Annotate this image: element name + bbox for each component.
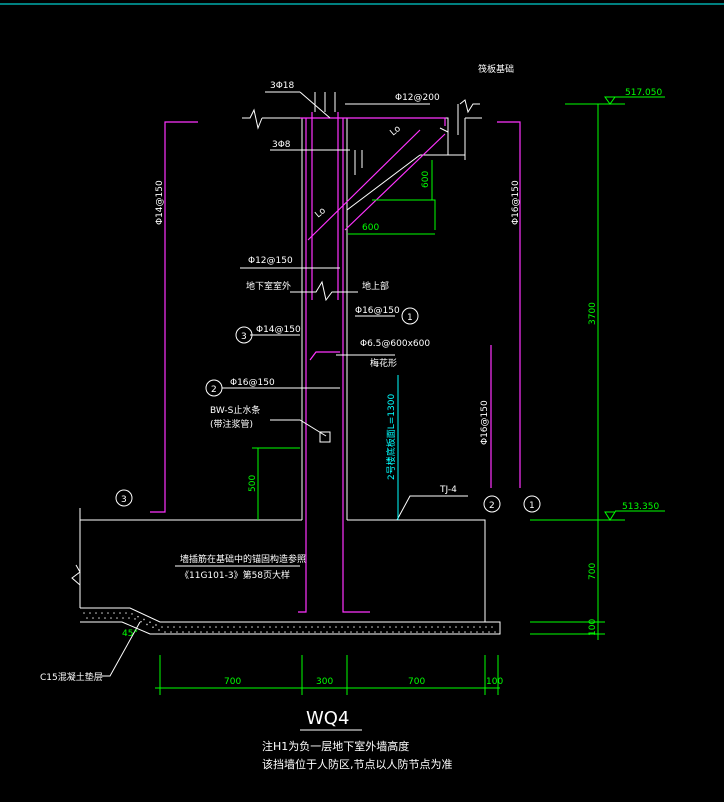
marker-3a: 3	[235, 326, 253, 344]
dim-foot: 700	[588, 563, 598, 580]
label-bw-sub: (带注浆管)	[210, 418, 253, 430]
svg-text:2: 2	[489, 501, 495, 511]
dim-600b: 600	[362, 223, 379, 233]
dim-w4: 100	[486, 677, 503, 687]
svg-text:3: 3	[121, 495, 127, 505]
drawing-title: WQ4	[306, 708, 349, 729]
dim-height: 3700	[588, 302, 598, 325]
marker-3b: 3	[115, 489, 133, 507]
label-r1: Φ16@150	[355, 306, 400, 316]
label-top-stirrup: Φ12@200	[395, 93, 440, 103]
label-bw: BW-S止水条	[210, 404, 260, 416]
label-top-bar: 3Φ18	[270, 81, 295, 91]
marker-2b: 2	[483, 495, 501, 513]
dimensions	[155, 96, 665, 695]
dim-w3: 700	[408, 677, 425, 687]
label-anchor1: 墙插筋在基础中的锚固构造参照	[180, 553, 306, 565]
label-slab: 筏板基础	[478, 63, 514, 75]
dim-pad: 100	[588, 619, 598, 636]
label-angle: 45°	[122, 629, 138, 639]
label-lo1: Lo	[389, 124, 404, 139]
label-inner-vert: Φ16@150	[480, 400, 490, 445]
label-tj: TJ-4	[439, 485, 457, 495]
marker-2a: 2	[205, 379, 223, 397]
elev-bottom: 513.350	[622, 502, 659, 512]
svg-text:3: 3	[241, 332, 247, 342]
waterstop	[319, 431, 331, 443]
label-r3: Φ14@150	[256, 325, 301, 335]
label-indoor: 地上部	[362, 280, 389, 292]
note-2: 该挡墙位于人防区,节点以人防节点为准	[262, 757, 453, 771]
svg-text:1: 1	[529, 501, 535, 511]
svg-text:1: 1	[407, 313, 413, 323]
wall-break	[290, 280, 358, 302]
marker-1a: 1	[401, 307, 419, 325]
gravel-hatch	[83, 612, 496, 633]
label-cyan-note: 2号楼底板面L=1300	[385, 394, 397, 480]
label-tie: Φ6.5@600x600	[360, 339, 430, 349]
label-left-vert: Φ14@150	[155, 180, 165, 225]
label-outdoor: 地下室室外	[246, 280, 291, 292]
dim-w1: 700	[224, 677, 241, 687]
label-lo2: Lo	[314, 206, 329, 221]
leaders	[100, 91, 468, 677]
svg-text:2: 2	[211, 385, 217, 395]
dim-500: 500	[248, 475, 258, 492]
marker-1b: 1	[523, 495, 541, 513]
note-1: 注H1为负一层地下室外墙高度	[262, 739, 409, 753]
label-r2: Φ16@150	[230, 378, 275, 388]
elev-top: 517.050	[625, 88, 662, 98]
label-h-bar: Φ12@150	[248, 256, 293, 266]
label-right-vert: Φ16@150	[511, 180, 521, 225]
label-anchor2: 《11G101-3》第58页大样	[180, 569, 290, 581]
wall-outline	[71, 99, 501, 635]
label-mid-bar: 3Φ8	[272, 140, 291, 150]
dim-w2: 300	[316, 677, 333, 687]
label-concrete: C15混凝土垫层	[40, 671, 103, 683]
rebar	[150, 112, 521, 613]
label-tie-name: 梅花形	[370, 357, 397, 369]
dim-600a: 600	[421, 171, 431, 188]
